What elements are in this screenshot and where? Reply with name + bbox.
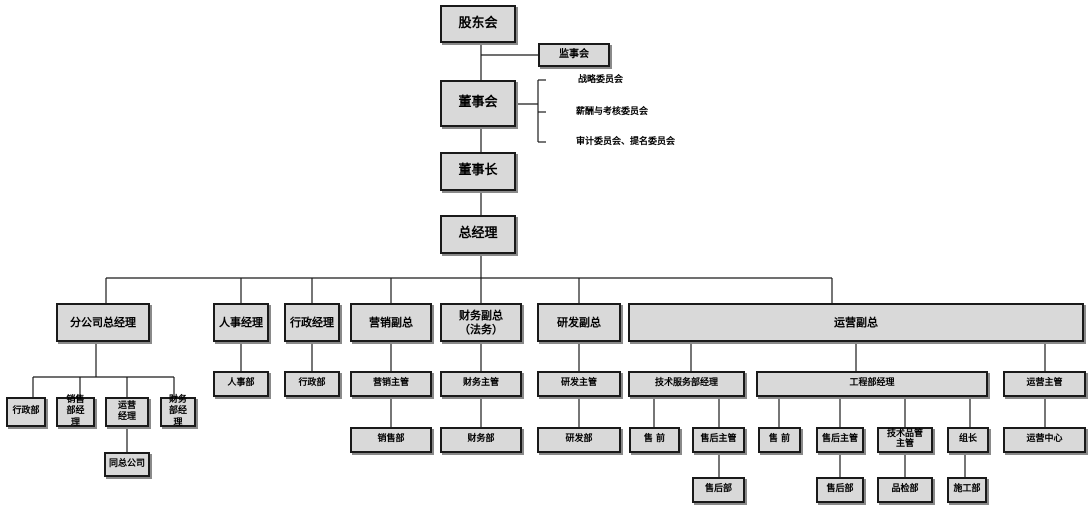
marketing-vp-label: 营销副总 (369, 315, 413, 329)
ops-center-box: 运营中心 (1003, 427, 1086, 453)
rnd-dept-label: 研发部 (565, 434, 593, 445)
construction-dept-box: 施工部 (947, 477, 987, 503)
chairman-label: 董事长 (458, 163, 498, 179)
board-box: 董事会 (440, 80, 516, 127)
general-manager-box: 总经理 (440, 215, 516, 254)
team-leader-box: 组长 (947, 427, 989, 453)
hr-dept-label: 人事部 (227, 378, 255, 389)
committee-audit-nomination: 审计委员会、提名委员会 (576, 137, 676, 147)
rnd-vp-box: 研发副总 (537, 303, 621, 342)
shareholders-label: 股东会 (458, 15, 498, 31)
branch-operations-manager-label: 运营经理 (117, 400, 136, 422)
tech-aftersales-supervisor-label: 售后主管 (700, 434, 737, 445)
supervisors-label: 监事会 (559, 48, 589, 60)
general-manager-label: 总经理 (458, 226, 498, 242)
hr-manager-box: 人事经理 (213, 303, 269, 342)
marketing-supervisor-label: 营销主管 (372, 378, 409, 389)
construction-dept-label: 施工部 (953, 484, 981, 495)
branch-finance-manager-box: 财务部经理 (160, 395, 196, 428)
engineering-manager-label: 工程部经理 (849, 378, 895, 389)
hr-manager-label: 人事经理 (219, 315, 263, 329)
peer-company-box: 同总公司 (104, 452, 150, 477)
finance-vp-sublabel: （法务） (459, 322, 503, 336)
eng-aftersales-dept-box: 售后部 (816, 477, 864, 503)
finance-vp-label: 财务副总 (459, 308, 503, 322)
ops-supervisor-label: 运营主管 (1026, 378, 1063, 389)
branch-sales-manager-label: 销售部经理 (66, 395, 85, 428)
finance-supervisor-box: 财务主管 (440, 371, 522, 397)
engineering-manager-box: 工程部经理 (756, 371, 988, 397)
rnd-supervisor-label: 研发主管 (560, 378, 597, 389)
qc-dept-label: 品检部 (891, 484, 919, 495)
rnd-supervisor-box: 研发主管 (537, 371, 621, 397)
branch-gm-label: 分公司总经理 (70, 315, 136, 329)
sales-dept-label: 销售部 (377, 434, 405, 445)
team-leader-label: 组长 (958, 434, 977, 445)
qc-supervisor-box: 技术品管 主管 (877, 427, 933, 453)
ops-center-label: 运营中心 (1026, 434, 1063, 445)
eng-presales-label: 售 前 (768, 434, 791, 445)
admin-dept-label: 行政部 (298, 378, 326, 389)
tech-aftersales-dept-label: 售后部 (704, 484, 732, 495)
finance-dept-label: 财务部 (467, 434, 495, 445)
eng-aftersales-supervisor-box: 售后主管 (816, 427, 864, 453)
admin-manager-box: 行政经理 (284, 303, 340, 342)
eng-presales-box: 售 前 (758, 427, 801, 453)
supervisors-box: 监事会 (538, 43, 610, 67)
tech-presales-box: 售 前 (629, 427, 680, 453)
hr-dept-box: 人事部 (213, 371, 269, 397)
committee-compensation: 薪酬与考核委员会 (576, 107, 649, 117)
branch-sales-manager-box: 销售部经理 (56, 395, 95, 428)
marketing-vp-box: 营销副总 (350, 303, 432, 342)
qc-supervisor-label: 技术品管 (886, 429, 923, 440)
eng-aftersales-dept-label: 售后部 (826, 484, 854, 495)
chairman-box: 董事长 (440, 152, 516, 191)
admin-dept-box: 行政部 (284, 371, 340, 397)
tech-service-manager-box: 技术服务部经理 (628, 371, 745, 397)
branch-operations-manager-box: 运营经理 (105, 397, 149, 427)
branch-finance-manager-label: 财务部经理 (168, 395, 187, 428)
sales-dept-box: 销售部 (350, 427, 432, 453)
eng-aftersales-supervisor-label: 售后主管 (821, 434, 858, 445)
shareholders-box: 股东会 (440, 5, 516, 43)
board-label: 董事会 (458, 95, 498, 111)
operations-vp-box: 运营副总 (628, 303, 1084, 342)
finance-supervisor-label: 财务主管 (462, 378, 499, 389)
tech-aftersales-dept-box: 售后部 (692, 477, 745, 503)
tech-service-manager-label: 技术服务部经理 (654, 378, 718, 389)
branch-admin-dept-box: 行政部 (6, 397, 46, 427)
rnd-vp-label: 研发副总 (557, 315, 601, 329)
qc-supervisor-sublabel: 主管 (895, 439, 914, 449)
branch-admin-dept-label: 行政部 (12, 406, 40, 417)
rnd-dept-box: 研发部 (537, 427, 621, 453)
committee-strategy: 战略委员会 (578, 75, 624, 85)
qc-dept-box: 品检部 (877, 477, 933, 503)
marketing-supervisor-box: 营销主管 (350, 371, 432, 397)
tech-aftersales-supervisor-box: 售后主管 (692, 427, 745, 453)
peer-company-label: 同总公司 (108, 458, 145, 469)
branch-gm-box: 分公司总经理 (56, 303, 150, 342)
finance-dept-box: 财务部 (440, 427, 522, 453)
ops-supervisor-box: 运营主管 (1003, 371, 1086, 397)
finance-vp-box: 财务副总 （法务） (440, 303, 522, 342)
operations-vp-label: 运营副总 (834, 315, 878, 329)
tech-presales-label: 售 前 (643, 434, 666, 445)
admin-manager-label: 行政经理 (290, 315, 334, 329)
